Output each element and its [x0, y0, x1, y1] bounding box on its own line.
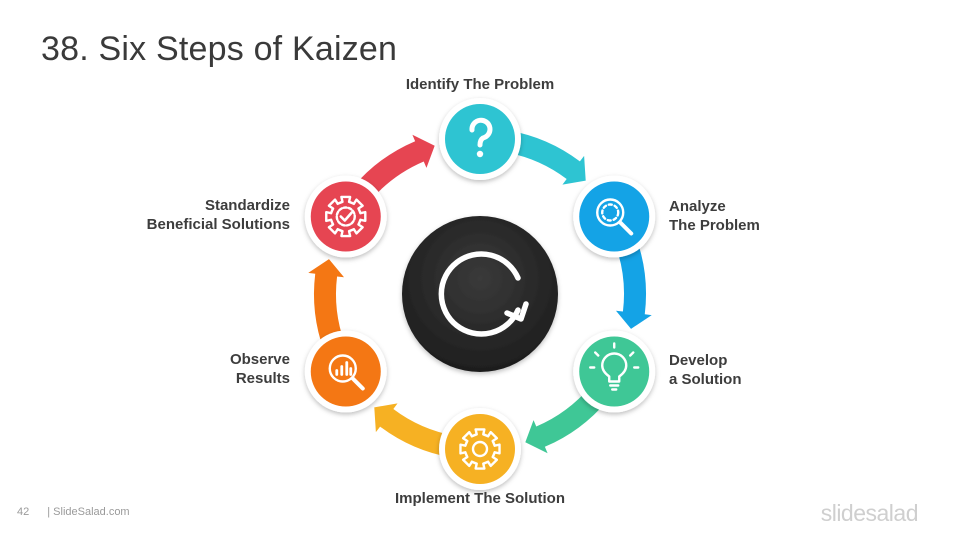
step-label-standardize: Standardize Beneficial Solutions: [146, 197, 290, 233]
step-badge: [439, 98, 521, 180]
step-label-analyze: Analyze The Problem: [669, 198, 760, 234]
step-badge: [573, 330, 656, 413]
step-badge: [439, 408, 521, 490]
cycle-arrow-segment: [505, 130, 586, 185]
gear-icon: [459, 428, 501, 470]
magnifier-icon: [596, 198, 634, 236]
page-number: 42: [17, 506, 30, 518]
cycle-arrow-segment: [615, 237, 652, 329]
step-badge: [573, 175, 656, 258]
step-label-observe: Observe Results: [229, 351, 290, 387]
slide-footer: 42 | SlideSalad.com: [17, 506, 130, 518]
step-label-develop: Develop a Solution: [669, 352, 742, 388]
brand-logo: slidesalad: [820, 500, 919, 526]
question-icon: [469, 117, 493, 158]
lightbulb-icon: [589, 342, 640, 391]
footer-site: | SlideSalad.com: [47, 506, 130, 518]
step-badge: [304, 175, 387, 258]
cycle-arrow-segment: [352, 134, 435, 202]
step-label-identify: Identify The Problem: [405, 76, 555, 93]
cycle-arrow-segment: [308, 259, 345, 351]
chart-search-icon: [328, 354, 365, 391]
gear-check-icon: [325, 195, 367, 238]
slide-title: 38. Six Steps of Kaizen: [41, 30, 398, 68]
step-badge: [304, 330, 387, 413]
step-label-implement: Implement The Solution: [394, 490, 565, 507]
refresh-cycle-icon: [438, 251, 529, 337]
cycle-arrow-segment: [374, 403, 455, 458]
cycle-arrow-segment: [525, 386, 608, 454]
center-cycle-badge: [402, 216, 558, 372]
